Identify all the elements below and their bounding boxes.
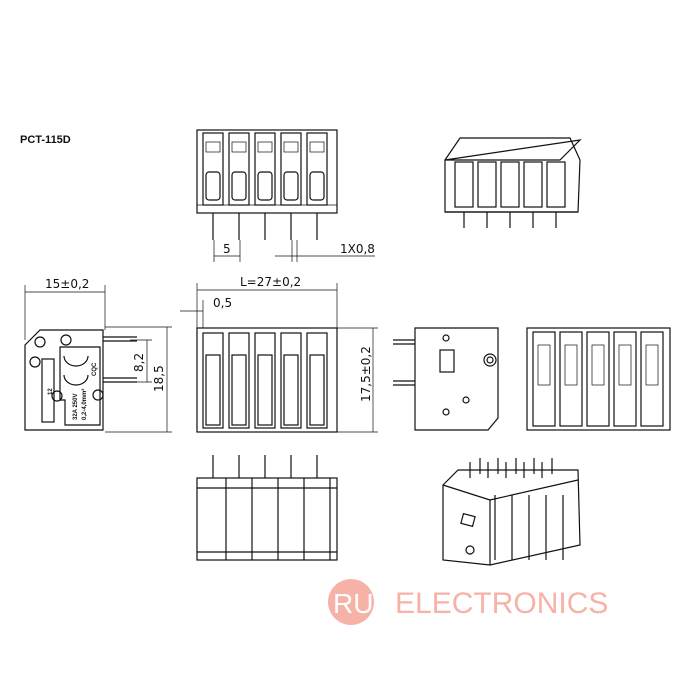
back-window (591, 344, 605, 386)
bottom-view (196, 455, 338, 561)
front-pole-cell (254, 332, 276, 429)
back-pole-cell (640, 331, 664, 427)
isometric-top-view (444, 137, 582, 228)
back-pole-cell (613, 331, 637, 427)
back-window (564, 344, 578, 386)
back-pole-cell (586, 331, 610, 427)
length-dimension: L=27±0,2 (240, 275, 301, 289)
iso-pole (454, 161, 474, 208)
part-number: PCT-115D (20, 134, 71, 146)
iso-pole (546, 161, 566, 208)
body-height-dimension: 17,5±0,2 (359, 346, 373, 402)
push-button (257, 141, 273, 153)
svg-text:RU: RU (333, 588, 373, 619)
back-window (645, 344, 659, 386)
back-window (618, 344, 632, 386)
wire-entry (283, 171, 299, 201)
wire-entry (309, 171, 325, 201)
watermark-logo: RU ELECTRONICS (328, 579, 608, 625)
pin-spacing-dimension: 8,2 (132, 353, 146, 372)
push-button (231, 141, 247, 153)
back-pole-cell (559, 331, 583, 427)
cert-label: CQC (92, 362, 98, 376)
rating-label: 32A 250V (73, 394, 79, 420)
offset-dimension: 0,5 (213, 296, 232, 310)
front-pole-cell (306, 332, 328, 429)
push-button (205, 141, 221, 153)
iso-pole (477, 161, 497, 208)
wire-entry (205, 354, 221, 426)
isometric-bottom-view (442, 458, 581, 566)
right-side-view (393, 327, 499, 431)
wire-entry (231, 354, 247, 426)
left-side-view: 12 32A 250V 0,2-4,0mm² CQC 15±0,2 8,2 18… (24, 277, 172, 433)
wire-entry (231, 171, 247, 201)
width-dimension: 15±0,2 (45, 277, 89, 291)
wire-entry (309, 354, 325, 426)
iso-pole (500, 161, 520, 208)
pin-size-dimension: 1X0,8 (340, 242, 375, 256)
front-pole-cell (228, 332, 250, 429)
front-view: L=27±0,2 0,5 17,5±0,2 (180, 275, 378, 433)
back-pole-cell (532, 331, 556, 427)
front-pole-cell (202, 332, 224, 429)
wire-range-label: 0,2-4,0mm² (81, 389, 88, 420)
pitch-dimension: 5 (223, 242, 231, 256)
strip-length-label: 12 (48, 388, 54, 395)
back-window (537, 344, 551, 386)
wire-entry (283, 354, 299, 426)
push-button (309, 141, 325, 153)
wire-entry (257, 171, 273, 201)
top-front-view: 5 1X0,8 (196, 129, 375, 262)
push-button (283, 141, 299, 153)
wire-entry (205, 171, 221, 201)
back-view (526, 327, 671, 431)
wire-entry (257, 354, 273, 426)
front-pole-cell (280, 332, 302, 429)
iso-pole (523, 161, 543, 208)
height-dimension: 18,5 (152, 365, 166, 392)
svg-text:ELECTRONICS: ELECTRONICS (395, 587, 608, 620)
